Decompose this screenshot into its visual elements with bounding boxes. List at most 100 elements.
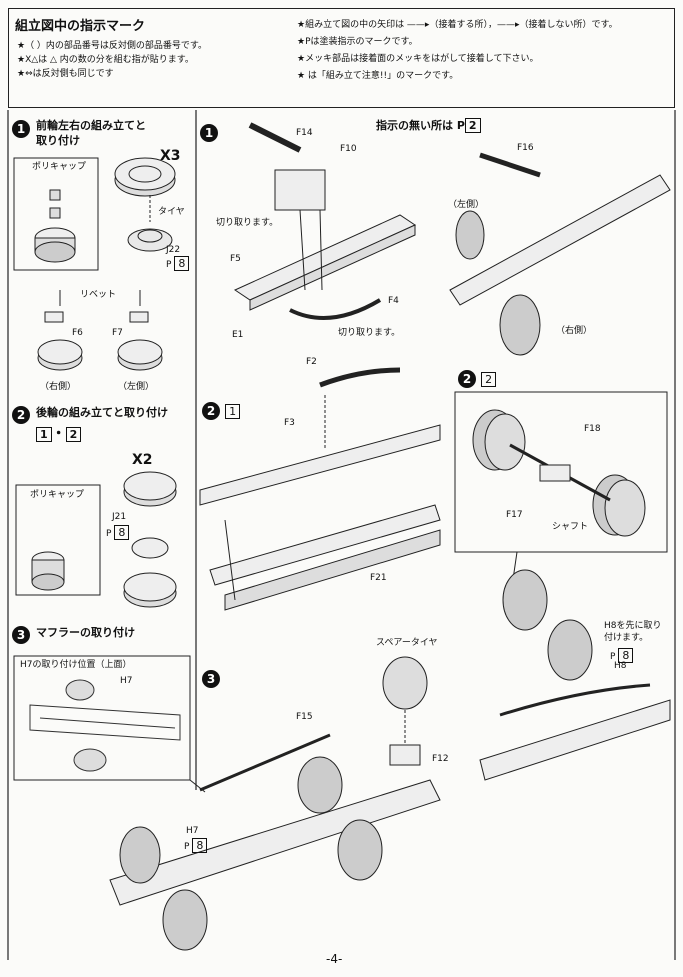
rear-wheel-boxes: 1・2 xyxy=(36,426,82,443)
h8-note: H8を先に取り 付けます。 xyxy=(604,620,662,644)
legend-right-1: ★組み立て図の中の矢印は ——▸（接着する所），——▸（接着しない所）です。 xyxy=(297,20,618,30)
muffler-title: マフラーの取り付け xyxy=(36,626,135,639)
front-wheel-qty: X3 xyxy=(160,148,181,164)
main-step2-box: 1 xyxy=(225,404,241,419)
main-step2-header: 2 1 xyxy=(202,400,241,420)
step-rear-wheel-badge: 2 xyxy=(12,406,30,424)
front-wheel-title-line2: 取り付け xyxy=(36,134,80,147)
legend-right-4: ★ は「組み立て注意!!」のマークです。 xyxy=(297,71,459,81)
h8-paint-num: 8 xyxy=(618,648,634,663)
main-step1-header: 1 xyxy=(200,122,218,142)
front-wheel-title-line1: 前輪左右の組み立てと xyxy=(36,119,146,132)
f15-label: F15 xyxy=(296,712,313,722)
rear-box1: 1 xyxy=(36,427,52,442)
frame-bottom-right xyxy=(479,569,671,781)
rear-paint-num: 8 xyxy=(114,525,130,540)
step-muffler-header: 3 xyxy=(12,624,30,644)
front-tire-illustration xyxy=(34,157,176,263)
front-paint-mark: P 8 xyxy=(166,256,190,271)
chassis-step3 xyxy=(109,656,441,951)
main-step2-badge: 2 xyxy=(202,402,220,420)
main-step1-paint-letter: P xyxy=(456,119,465,132)
rear-paint-letter: P xyxy=(106,529,112,539)
f14-label: F14 xyxy=(296,128,313,138)
chassis-step2 xyxy=(199,367,441,611)
h8-paint-mark: P 8 xyxy=(610,648,634,663)
legend-left-2: ★X△は △ 内の数の分を組む指が貼ります。 xyxy=(17,55,194,65)
main-step2b-header: 2 2 xyxy=(458,368,497,388)
small-wheels xyxy=(37,290,163,371)
f12-label: F12 xyxy=(432,754,449,764)
front-poly-cap-label: ポリキャップ xyxy=(32,162,87,172)
header-title: 組立図中の指示マーク xyxy=(15,19,146,34)
h8-note-line1: H8を先に取り xyxy=(604,621,662,631)
legend-left: ★（ ）内の部品番号は反対側の部品番号です。 ★X△は △ 内の数の分を組む指が… xyxy=(17,39,207,81)
main-step3-header: 3 xyxy=(202,668,220,688)
rear-j21-label: J21 xyxy=(112,512,127,522)
f7-label: F7 xyxy=(112,328,123,338)
f2-label: F2 xyxy=(306,357,317,367)
front-j22-label: J22 xyxy=(166,245,181,255)
rivet-label: リベット xyxy=(80,290,117,300)
chassis-step1-right xyxy=(449,152,671,356)
legend-left-1: ★（ ）内の部品番号は反対側の部品番号です。 xyxy=(17,41,208,51)
f6-label: F6 xyxy=(72,328,83,338)
cut-label-2: 切り取ります。 xyxy=(338,328,401,338)
main-step2b-box: 2 xyxy=(481,372,497,387)
step3-paint-mark: P 8 xyxy=(184,838,208,853)
f5-label: F5 xyxy=(230,254,241,264)
front-paint-num: 8 xyxy=(174,256,190,271)
chassis-step1 xyxy=(233,122,417,320)
front-left-label: （左側） xyxy=(118,382,155,392)
rear-paint-mark: P 8 xyxy=(106,525,130,540)
right-side-label: （右側） xyxy=(556,326,593,336)
main-step1-paint-box: 2 xyxy=(464,118,481,133)
f4-label: F4 xyxy=(388,296,399,306)
e1-label: E1 xyxy=(232,330,244,340)
shaft-label: シャフト xyxy=(552,522,589,532)
f18-label: F18 xyxy=(584,424,601,434)
step-muffler-badge: 3 xyxy=(12,626,30,644)
step-front-wheel-badge: 1 xyxy=(12,120,30,138)
muffler-inset-drawing xyxy=(29,679,181,772)
h8-label: H8 xyxy=(614,661,627,671)
front-right-label: （右側） xyxy=(40,382,77,392)
front-tire-label: タイヤ xyxy=(158,207,185,217)
legend-right-3: ★メッキ部品は接着面のメッキをはがして接着して下さい。 xyxy=(297,54,539,64)
main-step1-badge: 1 xyxy=(200,124,218,142)
cut-label-1: 切り取ります。 xyxy=(216,218,279,228)
page-number: -4- xyxy=(326,952,343,966)
muffler-inset-title: H7の取り付け位置（上面） xyxy=(20,660,132,670)
main-step3-badge: 3 xyxy=(202,670,220,688)
legend-right: ★組み立て図の中の矢印は ——▸（接着する所），——▸（接着しない所）です。 ★… xyxy=(297,17,618,85)
f3-label: F3 xyxy=(284,418,295,428)
h8-paint-letter: P xyxy=(610,652,616,662)
rear-wheel-title: 後輪の組み立てと取り付け xyxy=(36,406,168,419)
rear-wheel-qty: X2 xyxy=(132,452,153,468)
main-step1-note-text: 指示の無い所は xyxy=(376,119,453,132)
rear-poly-cap-label: ポリキャップ xyxy=(30,490,85,500)
muffler-inset-h7: H7 xyxy=(120,676,133,686)
header-legend-box: 組立図中の指示マーク ★（ ）内の部品番号は反対側の部品番号です。 ★X△は △… xyxy=(8,8,675,108)
legend-right-2: ★Pは塗装指示のマークです。 xyxy=(297,37,418,47)
axle-assembly xyxy=(472,409,646,537)
front-paint-letter: P xyxy=(166,260,172,270)
left-side-label: （左側） xyxy=(448,200,485,210)
rear-box2: 2 xyxy=(65,427,82,442)
f21-label: F21 xyxy=(370,573,387,583)
spare-tire-label: スペアータイヤ xyxy=(376,638,438,648)
step3-paint-num: 8 xyxy=(192,838,208,853)
f16-label: F16 xyxy=(517,143,534,153)
step3-h7-label: H7 xyxy=(186,826,199,836)
rear-dot: ・ xyxy=(51,426,66,442)
f10-label: F10 xyxy=(340,144,357,154)
h8-note-line2: 付けます。 xyxy=(604,633,649,643)
legend-left-3: ★⇔は反対側も同じです xyxy=(17,69,114,79)
f17-label: F17 xyxy=(506,510,523,520)
step-rear-wheel-header: 2 xyxy=(12,404,30,424)
step3-paint-letter: P xyxy=(184,842,190,852)
main-step2b-badge: 2 xyxy=(458,370,476,388)
